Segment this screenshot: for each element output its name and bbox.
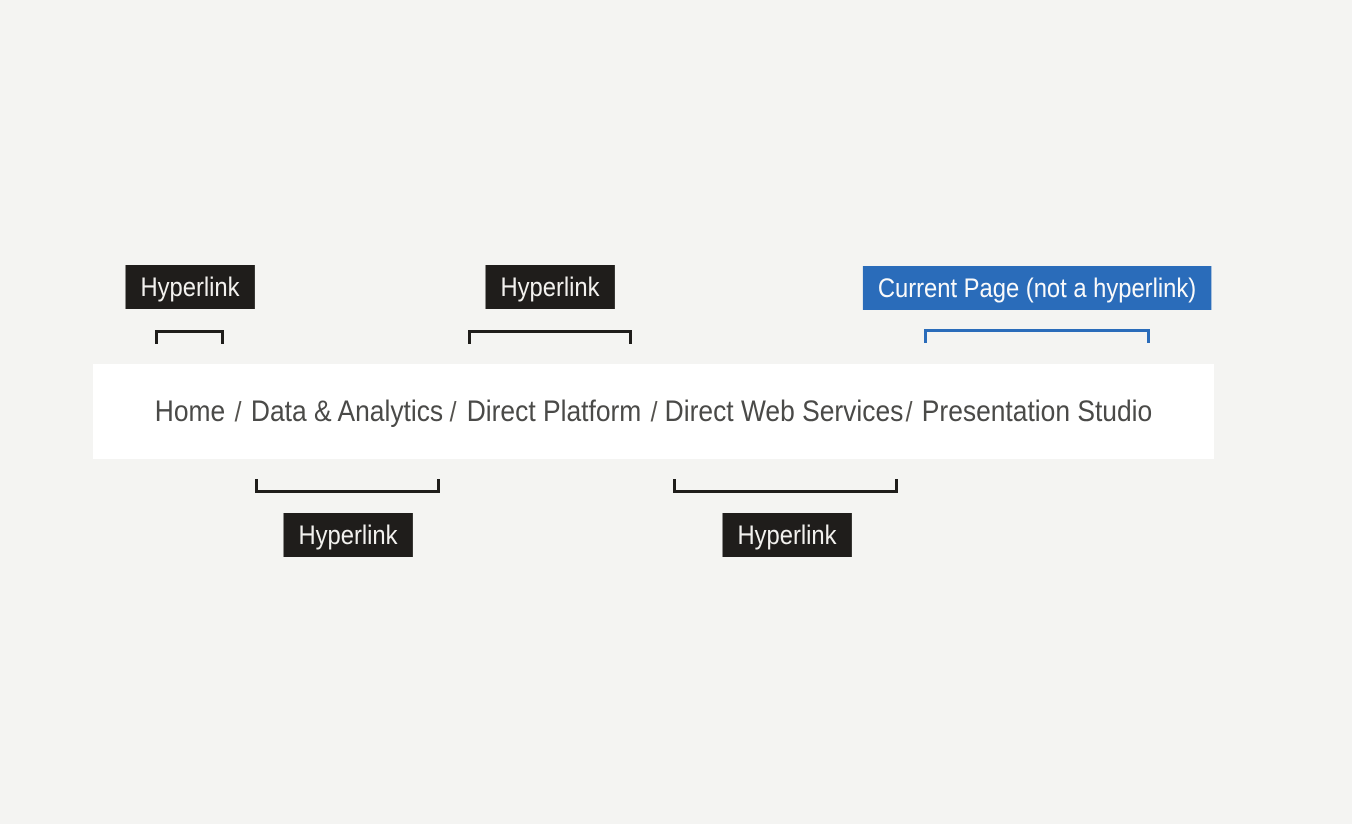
breadcrumb-bar: [93, 364, 1214, 459]
bracket-direct-web-services: [673, 479, 898, 493]
breadcrumb-item-data-analytics[interactable]: Data & Analytics: [250, 394, 444, 428]
bracket-data-analytics: [255, 479, 440, 493]
breadcrumb-item-direct-web-services[interactable]: Direct Web Services: [664, 394, 904, 428]
breadcrumb-item-home[interactable]: Home: [154, 394, 226, 428]
annotation-label: Hyperlink: [500, 271, 600, 302]
bracket-home: [155, 330, 224, 344]
annotation-badge-current-page: Current Page (not a hyperlink): [862, 266, 1212, 310]
breadcrumb-separator: /: [650, 395, 658, 427]
bracket-direct-platform: [468, 330, 632, 344]
annotation-label: Hyperlink: [140, 271, 240, 302]
breadcrumb-separator: /: [905, 395, 913, 427]
annotation-badge-hyperlink-home: Hyperlink: [125, 265, 255, 309]
breadcrumb-item-direct-platform[interactable]: Direct Platform: [466, 394, 642, 428]
annotation-label: Hyperlink: [737, 519, 837, 550]
breadcrumb-separator: /: [449, 395, 457, 427]
bracket-presentation-studio: [924, 329, 1150, 343]
annotation-badge-hyperlink-direct-platform: Hyperlink: [485, 265, 615, 309]
breadcrumb-item-presentation-studio-current: Presentation Studio: [921, 394, 1153, 428]
annotation-label: Current Page (not a hyperlink): [877, 272, 1197, 303]
annotation-label: Hyperlink: [298, 519, 398, 550]
annotation-badge-hyperlink-data-analytics: Hyperlink: [283, 513, 413, 557]
breadcrumb-separator: /: [234, 395, 242, 427]
annotation-badge-hyperlink-direct-web-services: Hyperlink: [722, 513, 852, 557]
